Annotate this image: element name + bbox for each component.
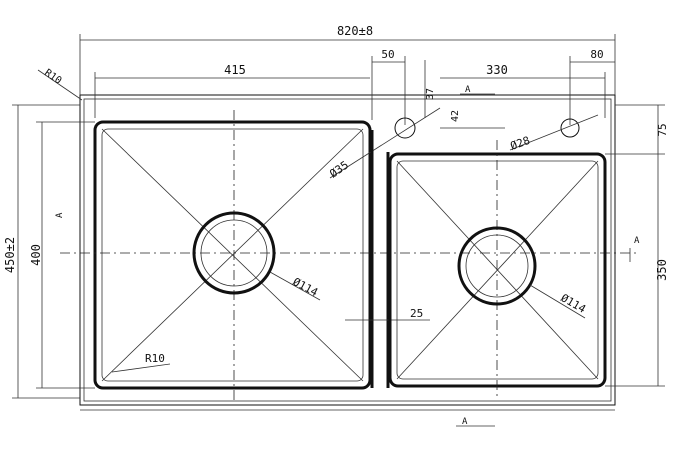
inner-corner-radius-label: R10 <box>145 352 165 365</box>
drain-spacing-label: 50 <box>381 48 394 61</box>
overflow-hole <box>560 118 580 138</box>
section-marker-right: A <box>634 236 640 246</box>
right-bowl-width-label: 330 <box>486 63 508 77</box>
corner-radius-leader <box>37 69 83 101</box>
left-bowl <box>93 120 372 390</box>
right-drain-inner <box>465 234 529 298</box>
tap-hole <box>394 117 416 139</box>
left-bowl-width-label: 415 <box>224 63 246 77</box>
outer-rim <box>79 94 616 406</box>
right-bowl-diagonal <box>396 160 599 380</box>
left-drain-inner <box>200 219 268 287</box>
left-bowl-inner <box>101 128 364 382</box>
left-drain <box>192 211 276 295</box>
right-bowl-depth-label: 350 <box>655 259 669 281</box>
right-bowl-inner <box>396 160 599 380</box>
inner-radius-leader <box>111 363 171 373</box>
right-drain-leader <box>529 284 586 319</box>
overall-depth-label: 450±2 <box>3 237 17 273</box>
section-marker-top: A <box>465 85 471 95</box>
right-offset-label: 75 <box>656 123 669 136</box>
right-margin-label: 80 <box>590 48 603 61</box>
left-bowl-diagonal <box>101 128 364 382</box>
tap-offset-1-label: 37 <box>425 88 436 100</box>
right-drain <box>457 226 537 306</box>
overall-width-label: 820±8 <box>337 24 373 38</box>
divider-width-label: 25 <box>410 307 423 320</box>
overflow-dia-label: Ø28 <box>509 134 532 153</box>
section-marker-left: A <box>55 212 65 218</box>
tap-offset-2-label: 42 <box>450 110 461 122</box>
tap-hole-leader <box>329 107 441 179</box>
left-bowl-depth-label: 400 <box>29 244 43 266</box>
right-bowl <box>388 152 607 388</box>
outer-corner-radius-label: R10 <box>42 67 63 86</box>
outer-rim-inner-line <box>83 98 612 402</box>
left-drain-leader <box>269 271 321 301</box>
section-marker-bottom: A <box>462 417 468 427</box>
overflow-leader <box>509 114 599 151</box>
left-drain-dia-label: Ø114 <box>291 275 321 299</box>
right-drain-dia-label: Ø114 <box>559 291 589 316</box>
